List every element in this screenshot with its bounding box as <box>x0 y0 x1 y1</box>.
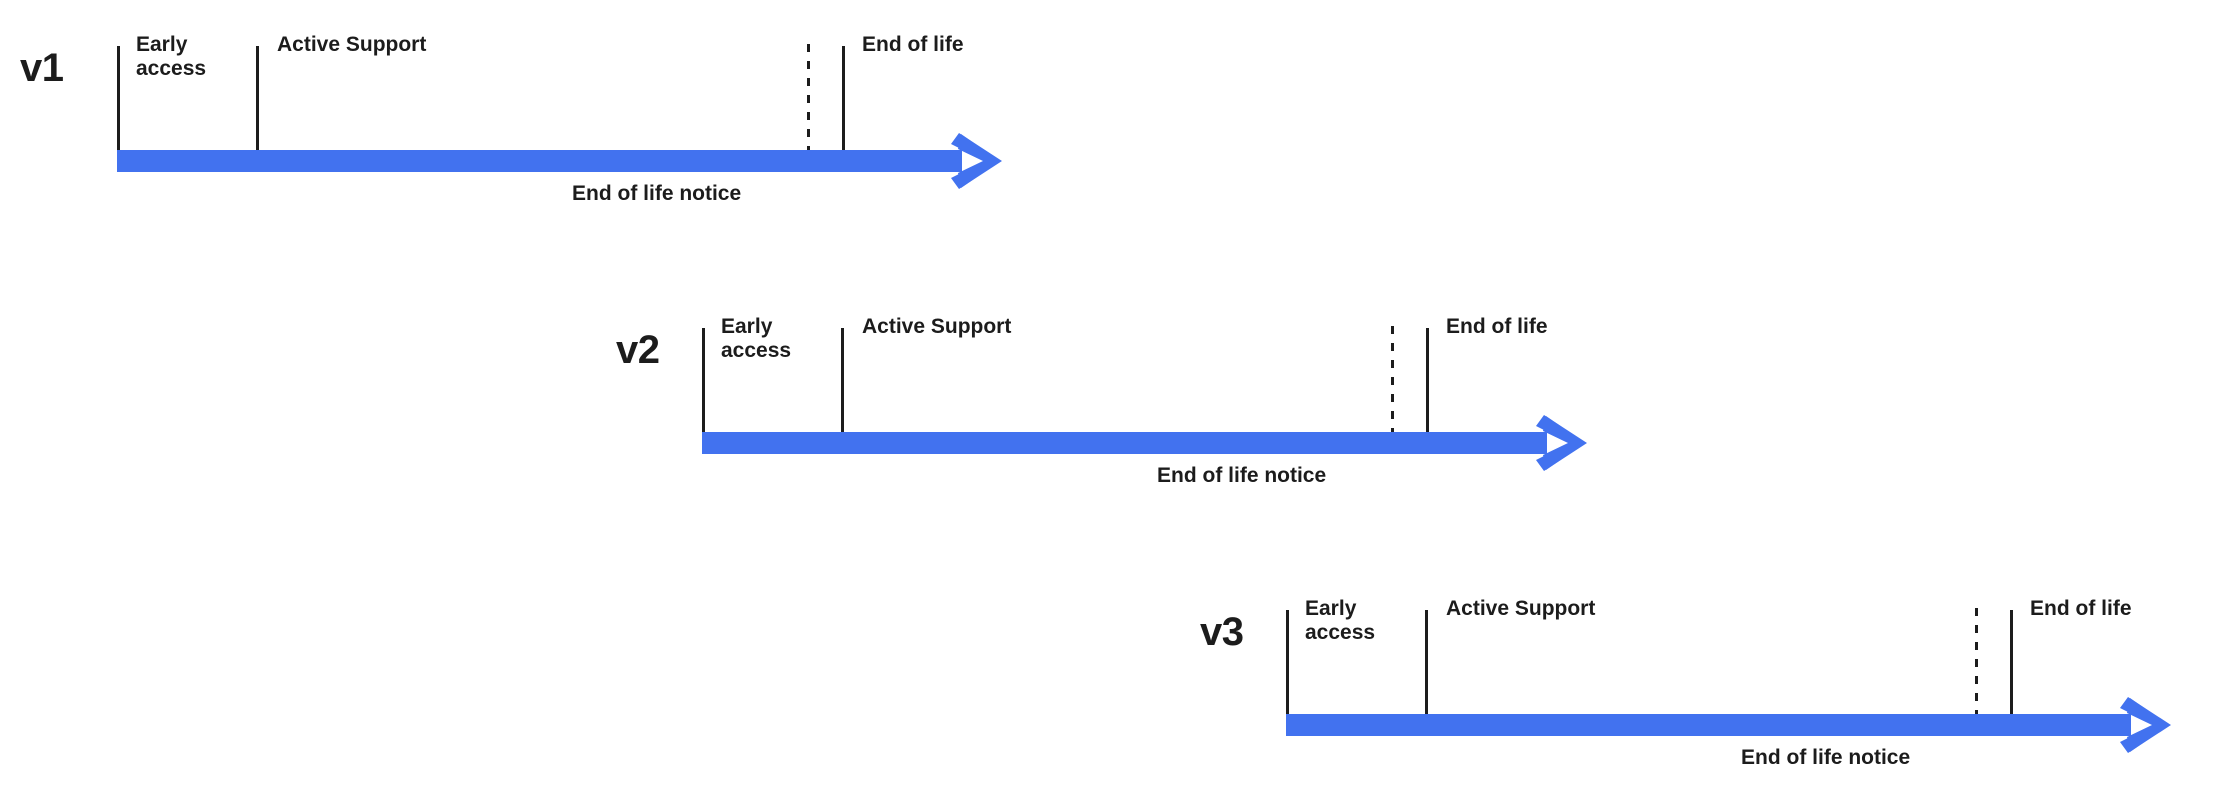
timeline-arrow-head-v2 <box>1530 409 1598 477</box>
phase-label-early-access-v1: Early access <box>136 33 207 80</box>
phase-divider-active-support-v1 <box>256 46 259 151</box>
phase-divider-end-of-life-v2 <box>1426 328 1429 433</box>
phase-label-active-support-v1: Active Support <box>277 33 427 56</box>
end-of-life-notice-label-v1: End of life notice <box>572 182 742 205</box>
end-of-life-notice-label-v3: End of life notice <box>1741 746 1911 769</box>
end-of-life-notice-label-v2: End of life notice <box>1157 464 1327 487</box>
timeline-arrow-shaft-v3 <box>1286 714 2131 736</box>
phase-divider-start-v1 <box>117 46 120 151</box>
phase-label-early-access-v2: Early access <box>721 315 792 362</box>
version-label-v2: v2 <box>616 328 660 372</box>
phase-label-active-support-v3: Active Support <box>1446 597 1596 620</box>
timeline-arrow-v2 <box>702 415 1598 471</box>
phase-divider-eol-notice-v3 <box>1975 608 1978 715</box>
phase-label-active-support-v2: Active Support <box>862 315 1012 338</box>
timeline-row-v3: v3 Early access Active Support End of li… <box>0 564 2228 794</box>
phase-divider-end-of-life-v1 <box>842 46 845 151</box>
phase-divider-eol-notice-v2 <box>1391 326 1394 433</box>
timeline-arrow-v3 <box>1286 697 2182 753</box>
phase-divider-active-support-v2 <box>841 328 844 433</box>
phase-label-end-of-life-v3: End of life <box>2030 597 2132 620</box>
timeline-row-v2: v2 Early access Active Support End of li… <box>0 282 2228 512</box>
phase-divider-eol-notice-v1 <box>807 44 810 151</box>
timeline-arrow-shaft-v2 <box>702 432 1547 454</box>
phase-label-end-of-life-v1: End of life <box>862 33 964 56</box>
version-label-v3: v3 <box>1200 610 1244 654</box>
timeline-row-v1: v1 Early access Active Support End of li… <box>0 0 2228 230</box>
timeline-arrow-head-v3 <box>2114 691 2182 759</box>
phase-divider-start-v2 <box>702 328 705 433</box>
timeline-arrow-shaft-v1 <box>117 150 962 172</box>
version-label-v1: v1 <box>20 46 64 90</box>
phase-divider-active-support-v3 <box>1425 610 1428 715</box>
phase-divider-start-v3 <box>1286 610 1289 715</box>
timeline-arrow-head-v1 <box>945 127 1013 195</box>
phase-divider-end-of-life-v3 <box>2010 610 2013 715</box>
phase-label-end-of-life-v2: End of life <box>1446 315 1548 338</box>
phase-label-early-access-v3: Early access <box>1305 597 1376 644</box>
timeline-arrow-v1 <box>117 133 1013 189</box>
